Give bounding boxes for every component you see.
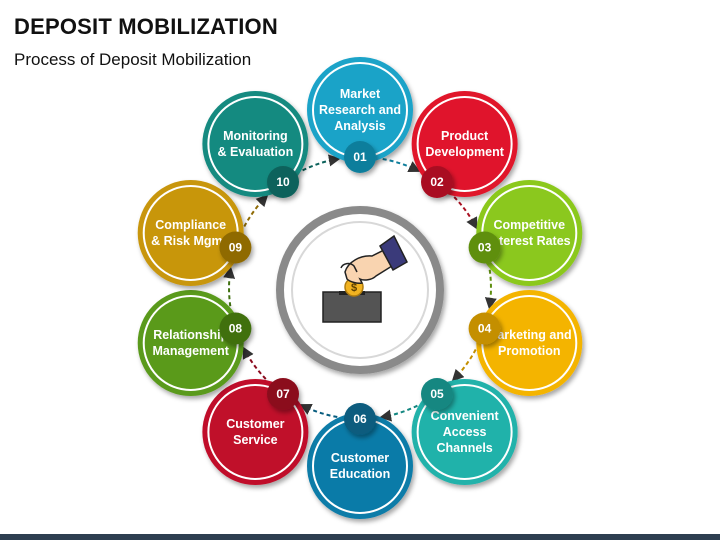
step-label: Analysis (334, 119, 385, 133)
step-number-badge-07 (267, 377, 300, 410)
connector-arrow-04 (451, 349, 477, 382)
connector-arrow-07 (242, 346, 267, 380)
step-number: 01 (353, 150, 367, 164)
step-label: Marketing and (487, 328, 572, 342)
footer-bar (0, 534, 720, 540)
step-number-badge-02 (420, 166, 453, 199)
step-label: & Evaluation (218, 145, 294, 159)
step-09: Compliance & Risk Mgmt.09 (137, 179, 252, 286)
step-number: 04 (478, 321, 492, 335)
connector-arrow-08 (223, 266, 236, 307)
connector-arrow-06 (299, 403, 338, 418)
step-label: Education (330, 467, 390, 481)
connector-arrow-03 (484, 269, 497, 310)
step-number: 10 (276, 175, 290, 189)
step-label: Customer (331, 451, 389, 465)
step-number-badge-08 (219, 312, 252, 345)
step-label: Research and (319, 103, 401, 117)
connector-arrows (223, 154, 497, 422)
connector-arrow-09 (243, 194, 269, 227)
coin-symbol: $ (351, 282, 357, 294)
step-label: Channels (436, 441, 492, 455)
step-number-badge-03 (468, 231, 501, 264)
step-label: Interest Rates (488, 234, 571, 248)
step-number: 05 (430, 387, 444, 401)
step-number-badge-01 (344, 141, 376, 173)
step-label: Convenient (431, 409, 500, 423)
step-number-badge-04 (468, 312, 501, 345)
step-number: 08 (229, 321, 243, 335)
connector-arrow-10 (302, 154, 341, 172)
hand-coin-box-icon: $ (322, 234, 408, 323)
step-number-badge-09 (219, 231, 252, 264)
step-label: Service (233, 433, 278, 447)
connector-arrow-01 (382, 158, 421, 173)
step-label: & Risk Mgmt. (151, 234, 230, 248)
connector-arrow-05 (379, 404, 418, 422)
step-inner-ring-04 (481, 295, 578, 392)
connector-arrow-02 (453, 196, 478, 230)
step-label: Monitoring (223, 129, 288, 143)
step-number-badge-06 (344, 403, 376, 435)
step-label: Development (425, 145, 504, 159)
step-10: Monitoring & Evaluation 10 (202, 90, 309, 199)
step-label: Customer (226, 417, 284, 431)
step-number: 09 (229, 241, 243, 255)
step-number: 06 (353, 412, 367, 426)
step-label: Relationship (153, 328, 228, 342)
step-label: Management (153, 344, 230, 358)
page-title: DEPOSIT MOBILIZATION (14, 14, 278, 39)
step-label: Promotion (498, 344, 561, 358)
step-label: Access (443, 425, 487, 439)
page-subtitle: Process of Deposit Mobilization (14, 50, 252, 69)
step-label: Market (340, 87, 381, 101)
step-inner-ring-03 (481, 184, 578, 281)
step-number: 02 (430, 175, 444, 189)
step-number-badge-10 (267, 166, 300, 199)
step-number-badge-05 (420, 377, 453, 410)
step-number: 03 (478, 241, 492, 255)
step-number: 07 (276, 387, 290, 401)
step-label: Competitive (494, 218, 566, 232)
step-label: Product (441, 129, 489, 143)
step-inner-ring-09 (142, 184, 239, 281)
center-hub: $ (276, 206, 444, 374)
step-label: Compliance (155, 218, 226, 232)
step-inner-ring-08 (142, 295, 239, 392)
